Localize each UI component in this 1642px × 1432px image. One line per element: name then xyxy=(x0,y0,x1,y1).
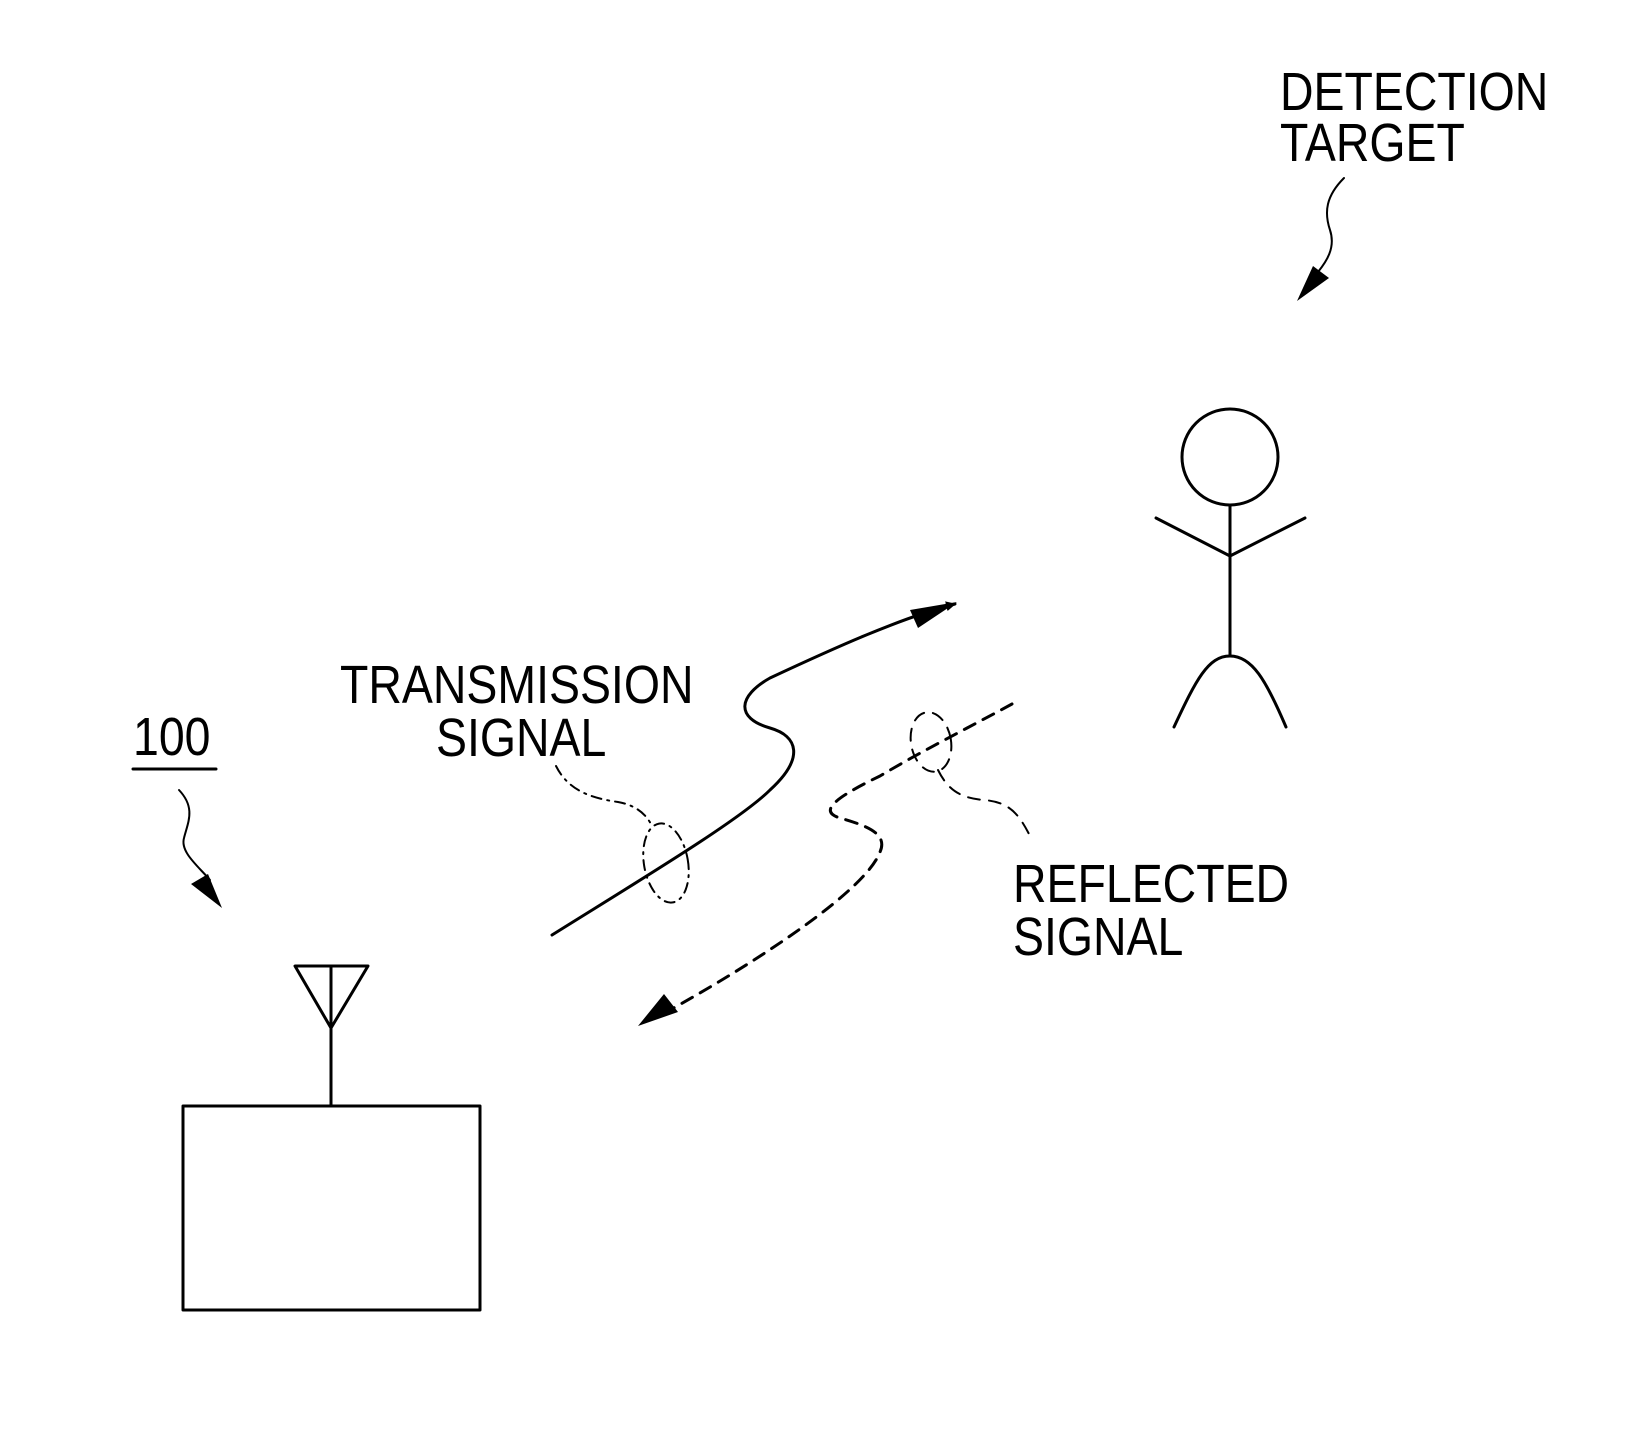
device-reference: 100 xyxy=(133,706,222,908)
transmission-signal-label-line2: SIGNAL xyxy=(436,707,606,768)
detection-target-figure xyxy=(1156,409,1305,727)
transmission-signal-label-line1: TRANSMISSION xyxy=(340,654,693,715)
detection-target-arrow xyxy=(1297,266,1329,301)
device-box xyxy=(183,1106,480,1310)
reflected-arrowhead xyxy=(638,994,678,1026)
antenna-icon xyxy=(295,966,368,1028)
device-ref-arrow xyxy=(191,874,222,908)
reflected-signal-ellipse xyxy=(906,709,956,775)
person-legs xyxy=(1174,656,1286,727)
reflected-signal-annotation: REFLECTED SIGNAL xyxy=(906,709,1289,967)
transmission-signal-leader xyxy=(556,766,652,826)
detection-target-annotation: DETECTION TARGET xyxy=(1280,61,1548,301)
transmission-signal-annotation: TRANSMISSION SIGNAL xyxy=(340,654,695,907)
reflected-signal-leader xyxy=(938,770,1030,836)
device-ref-leader xyxy=(179,790,210,880)
device-ref-label: 100 xyxy=(133,706,210,767)
reflected-signal-label-line2: SIGNAL xyxy=(1013,906,1183,967)
reflected-signal-label-line1: REFLECTED xyxy=(1013,853,1289,914)
transmission-arrowhead xyxy=(910,602,957,628)
reflected-signal xyxy=(638,704,1012,1026)
device-100 xyxy=(183,966,480,1310)
detection-target-leader xyxy=(1318,178,1344,272)
transmission-signal xyxy=(552,602,957,935)
reflected-signal-path xyxy=(670,704,1012,1010)
person-head xyxy=(1182,409,1278,505)
detection-target-label-line2: TARGET xyxy=(1280,112,1465,173)
